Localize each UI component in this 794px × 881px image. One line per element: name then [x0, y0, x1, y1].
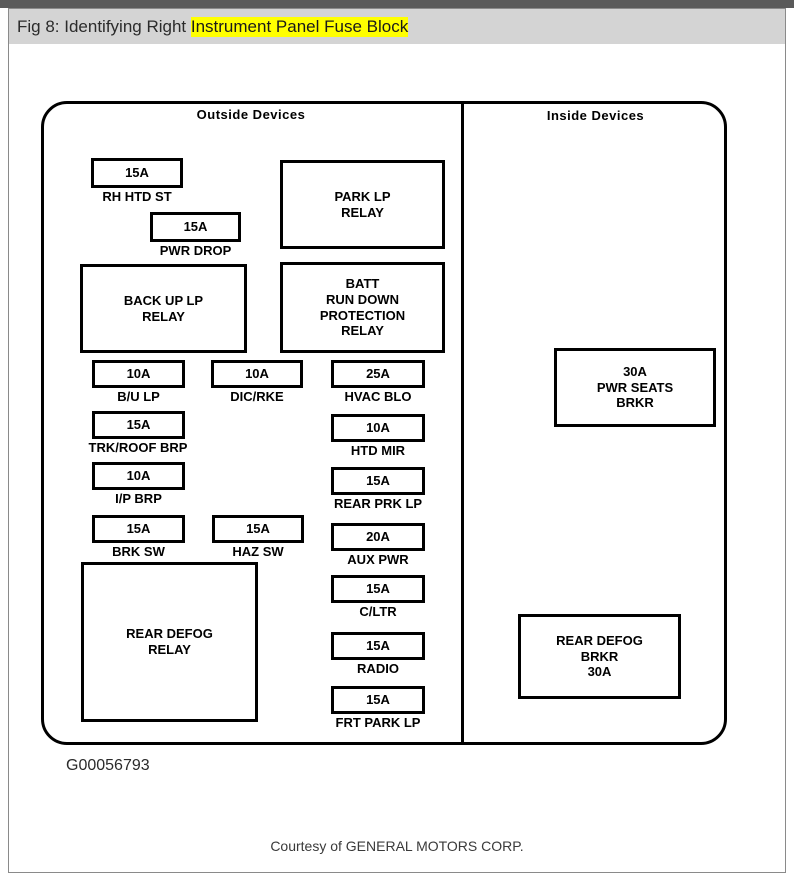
figure-caption-highlight: Instrument Panel Fuse Block: [190, 16, 409, 37]
fuse-label-frt-park-lp: FRT PARK LP: [335, 715, 421, 730]
fuse-box-hvac-blo: 25A: [331, 360, 425, 388]
text-line: PWR SEATS: [596, 379, 674, 395]
text-line: BRKR: [580, 648, 619, 664]
text-line: 30A: [587, 664, 612, 680]
fuse-box-frt-park-lp: 15A: [331, 686, 425, 714]
fuse-rating: 15A: [125, 165, 149, 181]
fuse-rating: 10A: [126, 468, 151, 484]
fuse-label-hvac-blo: HVAC BLO: [344, 389, 412, 404]
text-line: PROTECTION: [319, 307, 406, 323]
text-line: PARK LP: [334, 188, 391, 204]
fuse-box-haz-sw: 15A: [212, 515, 304, 543]
text-line: RELAY: [341, 323, 384, 339]
fuse-rating: 15A: [246, 521, 270, 537]
fuse-box-radio: 15A: [331, 632, 425, 660]
section-title-inside-devices: Inside Devices: [546, 108, 645, 123]
figure-caption-bar: Fig 8: Identifying Right Instrument Pane…: [9, 9, 785, 44]
fuse-label-pwr-drop: PWR DROP: [159, 243, 232, 258]
fuse-rating: 10A: [366, 420, 390, 436]
fuse-box-rear-prk-lp: 15A: [331, 467, 425, 495]
fuse-label-trk-roof-brp: TRK/ROOF BRP: [88, 440, 188, 455]
text-line: BATT: [345, 275, 380, 291]
fuse-label-aux-pwr: AUX PWR: [347, 552, 409, 567]
fuse-label-b-u-lp: B/U LP: [117, 389, 160, 404]
diagram-image-id: G00056793: [66, 757, 150, 774]
fuse-label-dic-rke: DIC/RKE: [230, 389, 284, 404]
fuse-rating: 15A: [366, 581, 390, 597]
fuse-rating: 15A: [126, 521, 151, 537]
text-line: RELAY: [341, 204, 384, 220]
fuse-box-rh-htd-st: 15A: [91, 158, 183, 188]
section-divider: [461, 101, 464, 745]
fuse-rating: 15A: [366, 473, 390, 489]
text-line: REAR DEFOG: [126, 626, 213, 642]
figure-caption-prefix: Fig 8: Identifying Right: [17, 16, 191, 36]
fuse-rating: 15A: [126, 417, 151, 433]
text-line: RELAY: [148, 642, 191, 657]
fuse-rating: 10A: [126, 366, 151, 382]
courtesy-notice: Courtesy of GENERAL MOTORS CORP.: [270, 838, 524, 854]
fuse-box-brk-sw: 15A: [92, 515, 185, 543]
fuse-label-rear-prk-lp: REAR PRK LP: [333, 496, 423, 511]
fuse-label-radio: RADIO: [357, 661, 399, 676]
fuse-box-aux-pwr: 20A: [331, 523, 425, 551]
fuse-rating: 15A: [183, 219, 208, 235]
fuse-box-b-u-lp: 10A: [92, 360, 185, 388]
fuse-rating: 15A: [366, 692, 390, 708]
fuse-box-c-ltr: 15A: [331, 575, 425, 603]
fuse-rating: 10A: [245, 366, 269, 382]
window-top-strip: [0, 0, 794, 8]
fuse-label-i-p-brp: I/P BRP: [115, 491, 162, 506]
fuse-label-rh-htd-st: RH HTD ST: [102, 189, 172, 204]
fuse-box-trk-roof-brp: 15A: [92, 411, 185, 439]
text-line: RUN DOWN: [326, 291, 399, 307]
text-line: BACK UP LP: [123, 292, 204, 308]
fuse-label-c-ltr: C/LTR: [359, 604, 397, 619]
fuse-label-haz-sw: HAZ SW: [232, 544, 284, 559]
text-line: 30A: [623, 363, 647, 379]
fuse-box-i-p-brp: 10A: [92, 462, 185, 490]
fuse-rating: 20A: [366, 529, 390, 545]
text-line: REAR DEFOG: [556, 632, 643, 648]
fuse-box-pwr-drop: 15A: [150, 212, 241, 242]
section-title-outside-devices: Outside Devices: [196, 107, 306, 122]
fuse-rating: 25A: [366, 366, 390, 382]
fuse-box-dic-rke: 10A: [211, 360, 303, 388]
fuse-rating: 15A: [366, 638, 390, 654]
fuse-box-htd-mir: 10A: [331, 414, 425, 442]
text-line: RELAY: [142, 308, 185, 324]
text-line: BRKR: [616, 395, 654, 411]
fuse-label-htd-mir: HTD MIR: [350, 443, 406, 458]
fuse-label-brk-sw: BRK SW: [112, 544, 165, 559]
